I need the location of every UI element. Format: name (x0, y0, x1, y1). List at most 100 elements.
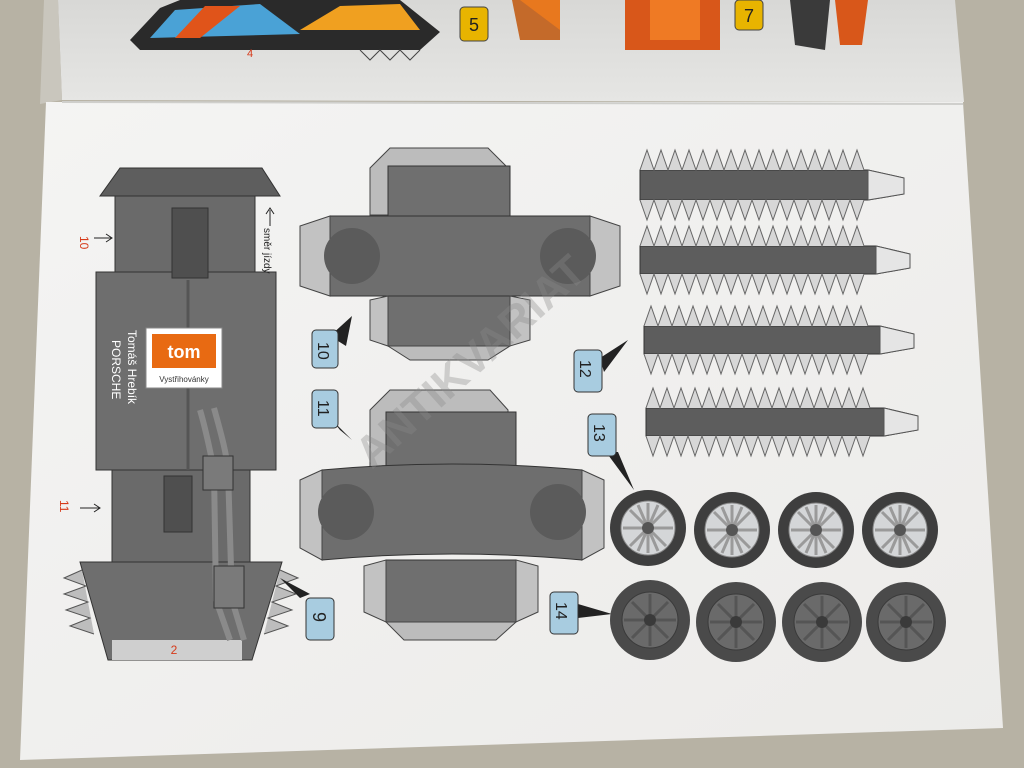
top-page: 4 5 7 (40, 0, 964, 104)
badge-13-group: 13 (587, 413, 634, 490)
direction-text: směr jízdy (261, 228, 272, 274)
box10-bottom-flap (386, 345, 512, 361)
badge-12-pointer (600, 340, 628, 372)
wheels-dark-row (610, 580, 946, 662)
muffler-lower (213, 565, 245, 609)
badge-14-group: 14 (549, 591, 612, 635)
badge-11-group: 11 (311, 389, 352, 440)
badge-12-group: 12 (573, 340, 628, 393)
box10-bottom-left-flap (369, 295, 389, 347)
label-10: 10 (77, 236, 91, 250)
box11-top (385, 411, 517, 469)
box11-bottom-left-flap (363, 559, 387, 623)
binding-fold (61, 101, 964, 105)
wheel-light-1-hub (642, 522, 654, 534)
tire-strip-3-teeth-bottom (643, 352, 869, 376)
tire-strip-2 (639, 224, 911, 296)
car-stripe-orange (175, 6, 240, 38)
tire-strips (639, 148, 919, 458)
box10-bottom-right-flap (509, 295, 531, 347)
badge-10-label: 10 (314, 342, 331, 360)
tire-strip-1-teeth (639, 148, 865, 172)
arrow-10 (94, 233, 113, 243)
wheels-light-row (610, 490, 938, 568)
tire-strip-3-tab (879, 325, 915, 355)
rear-panel-highlight (650, 0, 700, 40)
wheel-light-2 (694, 492, 770, 568)
wheel-dark-2 (696, 582, 776, 662)
box10-top (387, 165, 511, 217)
small-dark-piece (790, 0, 830, 50)
badge-10-group: 10 (311, 316, 352, 369)
chassis-top-tab (99, 167, 281, 197)
tire-strip-4-tab (883, 407, 919, 437)
box10-right-wheelwell (540, 228, 596, 284)
top-label-4: 4 (247, 48, 253, 60)
tom-logo-text: tom (168, 342, 201, 362)
box11-bottom (385, 559, 517, 623)
exhaust-duct-lower (163, 475, 193, 533)
wheel-light-3 (778, 492, 854, 568)
badge-13-pointer (606, 452, 634, 490)
tom-logo-subtext: Vystřihovánky (159, 375, 209, 384)
badge-9-pointer (280, 578, 310, 598)
badge-7-label: 7 (744, 6, 754, 26)
wheel-dark-3-hub (816, 616, 828, 628)
tire-strip-1-tab (867, 169, 905, 201)
tire-strip-2-teeth-bottom (639, 272, 865, 296)
right-glue-teeth (263, 569, 300, 635)
wheel-light-4-hub (894, 524, 906, 536)
badge-5 (459, 6, 489, 42)
chassis-part: 2 tom Vystřihovánky Tomáš Hrebík PORSCHE… (57, 167, 300, 661)
wheel-dark-4-hub (900, 616, 912, 628)
badge-12 (573, 349, 603, 393)
box11-left-wheelwell (318, 484, 374, 540)
badge-13 (587, 413, 617, 457)
wheel-dark-4 (866, 582, 946, 662)
author-text: Tomáš Hrebík (125, 330, 139, 405)
tire-strip-4-teeth (645, 386, 871, 410)
wheel-light-2-hub (726, 524, 738, 536)
side-panel-orange (520, 0, 560, 30)
tire-strip-1 (639, 148, 905, 222)
label-2: 2 (171, 643, 178, 657)
wheel-dark-1 (610, 580, 690, 660)
badge-14-label: 14 (552, 602, 569, 620)
wheel-dark-3 (782, 582, 862, 662)
box-part-10 (299, 147, 621, 361)
chassis-bottom-tab (112, 640, 242, 660)
tire-strip-3-teeth (643, 304, 869, 328)
box11-left-flap (299, 469, 323, 561)
badge-13-label: 13 (590, 424, 607, 442)
badge-7 (734, 0, 764, 31)
tire-strip-3 (643, 304, 915, 376)
model-text: PORSCHE (109, 340, 123, 399)
badge-10 (311, 329, 339, 369)
wheel-light-1 (610, 490, 686, 566)
box11-bottom-flap (384, 621, 518, 641)
wheel-dark-1-hub (644, 614, 656, 626)
tire-strip-1-band (639, 169, 905, 201)
badge-14-pointer (578, 604, 612, 618)
small-orange-piece (835, 0, 868, 45)
label-11: 11 (57, 500, 71, 513)
wheel-dark-2-hub (730, 616, 742, 628)
box11-bottom-right-flap (515, 559, 539, 623)
box-part-11 (299, 389, 605, 641)
tire-strip-1-teeth-bottom (639, 198, 865, 222)
wheel-light-3-hub (810, 524, 822, 536)
tom-logo-orange (152, 334, 216, 368)
badge-14 (549, 591, 579, 635)
badge-9-label: 9 (309, 612, 329, 622)
tire-strip-4 (645, 386, 919, 458)
tire-strip-4-band (645, 407, 919, 437)
badge-9 (305, 597, 335, 641)
badge-12-label: 12 (576, 360, 593, 378)
tire-strip-3-band (643, 325, 915, 355)
arrow-11 (80, 503, 101, 513)
tire-strip-2-teeth (639, 224, 865, 248)
direction-arrow (265, 207, 275, 226)
top-page-edge (40, 0, 62, 104)
